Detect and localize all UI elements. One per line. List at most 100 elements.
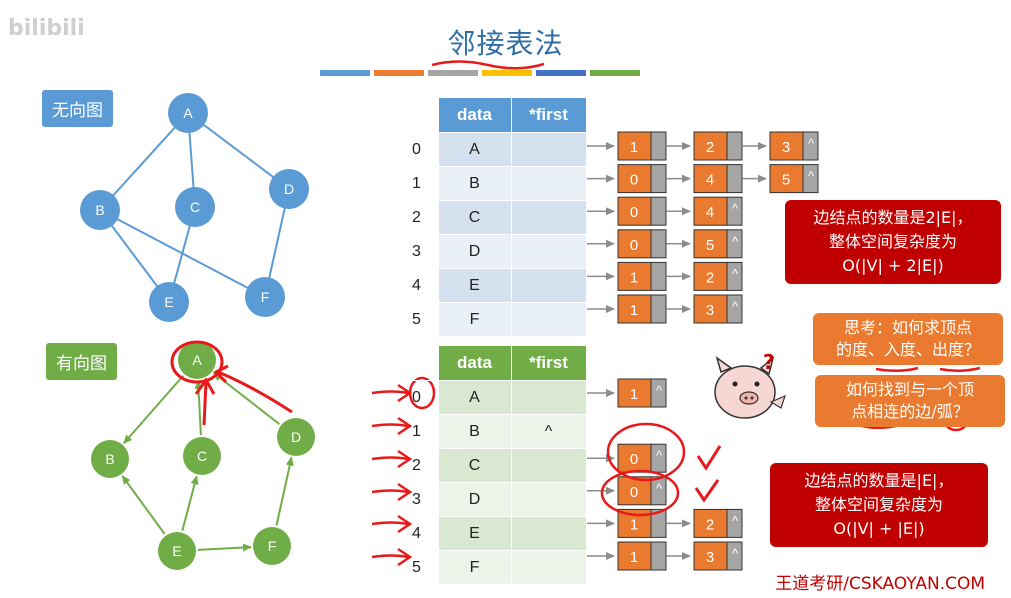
vertex-index: 5 xyxy=(412,310,421,328)
vertex-index: 3 xyxy=(412,490,421,508)
vertex-index: 5 xyxy=(412,558,421,576)
null-pointer-mark: ^ xyxy=(656,448,663,463)
edge-node-value: 0 xyxy=(630,451,638,468)
footer-brand: 王道考研/CSKAOYAN.COM xyxy=(775,574,985,594)
question-mark: ? xyxy=(763,350,775,374)
ink-underline xyxy=(875,366,919,372)
vertex-index: 2 xyxy=(412,208,421,226)
undirected-node xyxy=(149,282,189,322)
vertex-data-cell: D xyxy=(437,482,512,517)
undirected-label: 无向图 xyxy=(42,90,113,127)
column-header-first: *first xyxy=(510,97,587,133)
note-line: O(|V| + 2|E|) xyxy=(842,256,944,275)
ink-arrow xyxy=(217,370,293,414)
first-pointer-cell xyxy=(510,448,587,483)
edge-node-next xyxy=(650,131,667,161)
edge-node-value: 1 xyxy=(630,269,638,286)
edge-node-next xyxy=(650,443,667,473)
color-strip-segment xyxy=(590,70,640,76)
think-line: 的度、入度、出度？ xyxy=(835,340,980,359)
edge-node-adjvex xyxy=(617,261,652,291)
edge-node-next xyxy=(726,541,743,571)
index-header-spacer xyxy=(400,345,439,381)
ink-row-arrowhead xyxy=(397,416,413,436)
vertex-data-cell: E xyxy=(437,268,512,303)
vertex-data-cell: B xyxy=(437,166,512,201)
undirected-node-label: D xyxy=(284,181,294,197)
directed-node-label: E xyxy=(172,543,181,559)
directed-arc xyxy=(275,456,294,526)
ink-row-arrow xyxy=(371,390,409,395)
first-pointer-cell xyxy=(510,380,587,415)
edge-node-next xyxy=(650,476,667,506)
directed-node xyxy=(91,440,129,478)
undirected-node xyxy=(80,190,120,230)
null-pointer-mark: ^ xyxy=(808,169,815,184)
directed-node-label: A xyxy=(192,352,202,368)
ink-row-arrow xyxy=(371,521,409,526)
edge-node-adjvex xyxy=(617,476,652,506)
edge-node-next xyxy=(726,131,743,161)
edge-node-next xyxy=(726,164,743,194)
color-strip-segment xyxy=(374,70,424,76)
ink-arrowhead xyxy=(213,364,229,384)
edge-node-next xyxy=(650,294,667,324)
color-strip-segment xyxy=(428,70,478,76)
index-header-spacer xyxy=(400,97,439,133)
edge-node-value: 5 xyxy=(782,172,790,189)
think-line: 点相连的边/弧？ xyxy=(851,402,969,421)
note-line: O(|V| + |E|) xyxy=(833,519,925,538)
edge-node-adjvex xyxy=(617,131,652,161)
directed-node-label: B xyxy=(105,451,114,467)
note-line: 边结点的数量是|E|， xyxy=(804,471,954,490)
null-pointer-mark: ^ xyxy=(732,234,739,249)
ink-circle-chain xyxy=(606,422,686,482)
edge-node-value: 0 xyxy=(630,204,638,221)
vertex-data-cell: F xyxy=(437,550,512,585)
edge-node-value: 3 xyxy=(706,302,714,319)
first-pointer-cell xyxy=(510,166,587,201)
edge-node-value: 4 xyxy=(706,204,714,221)
ink-row-arrowhead xyxy=(397,482,413,502)
directed-node-label: C xyxy=(197,448,207,464)
ink-row-arrow xyxy=(371,423,409,428)
edge-node-value: 1 xyxy=(630,139,638,156)
think-line: 如何找到与一个顶 xyxy=(845,380,974,399)
undirected-node-label: E xyxy=(164,294,173,310)
column-header-data: data xyxy=(437,345,512,381)
edge-node-value: 4 xyxy=(706,172,714,189)
edge-node-adjvex xyxy=(693,229,728,259)
color-strip-segment xyxy=(320,70,370,76)
first-pointer-cell xyxy=(510,268,587,303)
edge-node-next xyxy=(650,229,667,259)
first-pointer-cell xyxy=(510,302,587,337)
undirected-edge xyxy=(187,112,290,190)
vertex-data-cell: A xyxy=(437,132,512,167)
null-pointer-mark: ^ xyxy=(732,299,739,314)
edge-node-value: 5 xyxy=(706,237,714,254)
directed-node xyxy=(158,532,196,570)
edge-node-value: 2 xyxy=(706,269,714,286)
undirected-node-label: C xyxy=(190,199,200,215)
edge-node-next xyxy=(802,131,819,161)
column-header-data: data xyxy=(437,97,512,133)
directed-node-label: D xyxy=(291,429,301,445)
ink-circle-chain xyxy=(600,469,680,517)
ink-check xyxy=(694,479,720,503)
edge-node-next xyxy=(650,164,667,194)
edge-node-next xyxy=(726,508,743,538)
first-pointer-cell xyxy=(510,234,587,269)
first-pointer-cell xyxy=(510,132,587,167)
undirected-node-label: A xyxy=(183,105,193,121)
null-pointer-mark: ^ xyxy=(732,266,739,281)
